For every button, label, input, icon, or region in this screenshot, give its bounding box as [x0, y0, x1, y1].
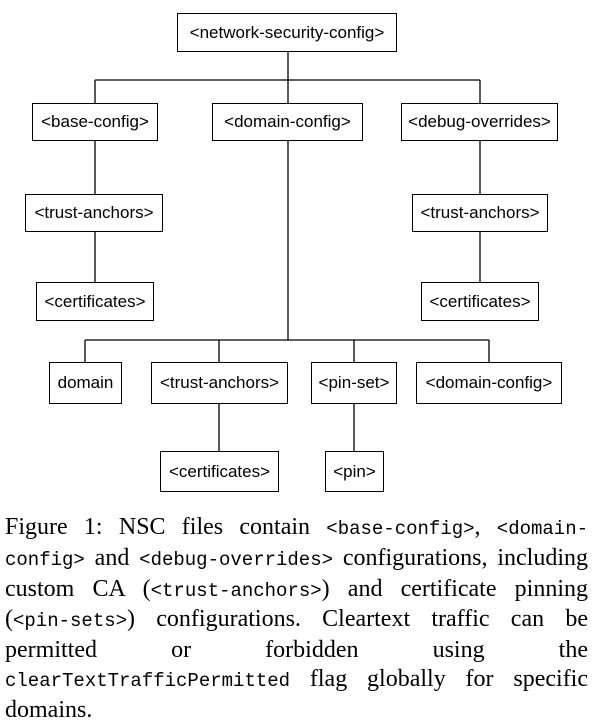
- nsc-tree-diagram: <network-security-config> <base-config> …: [25, 13, 562, 492]
- tree-connectors: [84, 52, 490, 451]
- domain-node: domain: [49, 362, 122, 404]
- base-trust-anchors-node: <trust-anchors>: [25, 194, 163, 232]
- caption-code-pin-sets: <pin-sets>: [13, 610, 128, 633]
- caption-text-7: flag globally for specific domains.: [5, 665, 588, 723]
- caption-text-5: ) and certificate pinning (: [5, 575, 588, 633]
- figure-caption: Figure 1: NSC files contain <base-config…: [5, 513, 588, 725]
- domain-trust-anchors-node: <trust-anchors>: [151, 362, 288, 404]
- domain-certificates-node: <certificates>: [160, 451, 279, 492]
- figure-label: Figure 1:: [5, 514, 103, 540]
- caption-text-1: NSC files contain: [118, 514, 311, 540]
- caption-code-debug-overrides: <debug-overrides>: [139, 548, 334, 571]
- caption-code-base-config: <base-config>: [326, 518, 475, 540]
- debug-certificates-node: <certificates>: [421, 282, 539, 321]
- caption-text-3: and: [94, 544, 130, 571]
- caption-code-domain-config: <domain-config>: [5, 518, 589, 571]
- caption-text-6: ) configurations. Cleartext traffic can …: [5, 606, 588, 664]
- caption-code-cleartext-flag: clearTextTrafficPermitted: [5, 669, 291, 692]
- caption-text-2: ,: [474, 514, 481, 540]
- caption-text-4: configurations, including custom CA (: [5, 544, 588, 602]
- debug-trust-anchors-node: <trust-anchors>: [412, 194, 548, 232]
- root-node: <network-security-config>: [177, 13, 397, 52]
- caption-code-trust-anchors: <trust-anchors>: [150, 579, 322, 602]
- debug-overrides-node: <debug-overrides>: [401, 103, 558, 141]
- pin-set-node: <pin-set>: [311, 362, 397, 404]
- base-certificates-node: <certificates>: [36, 282, 154, 321]
- nested-domain-config-node: <domain-config>: [416, 362, 562, 404]
- pin-node: <pin>: [325, 451, 384, 492]
- domain-config-node: <domain-config>: [212, 103, 363, 141]
- base-config-node: <base-config>: [32, 103, 158, 141]
